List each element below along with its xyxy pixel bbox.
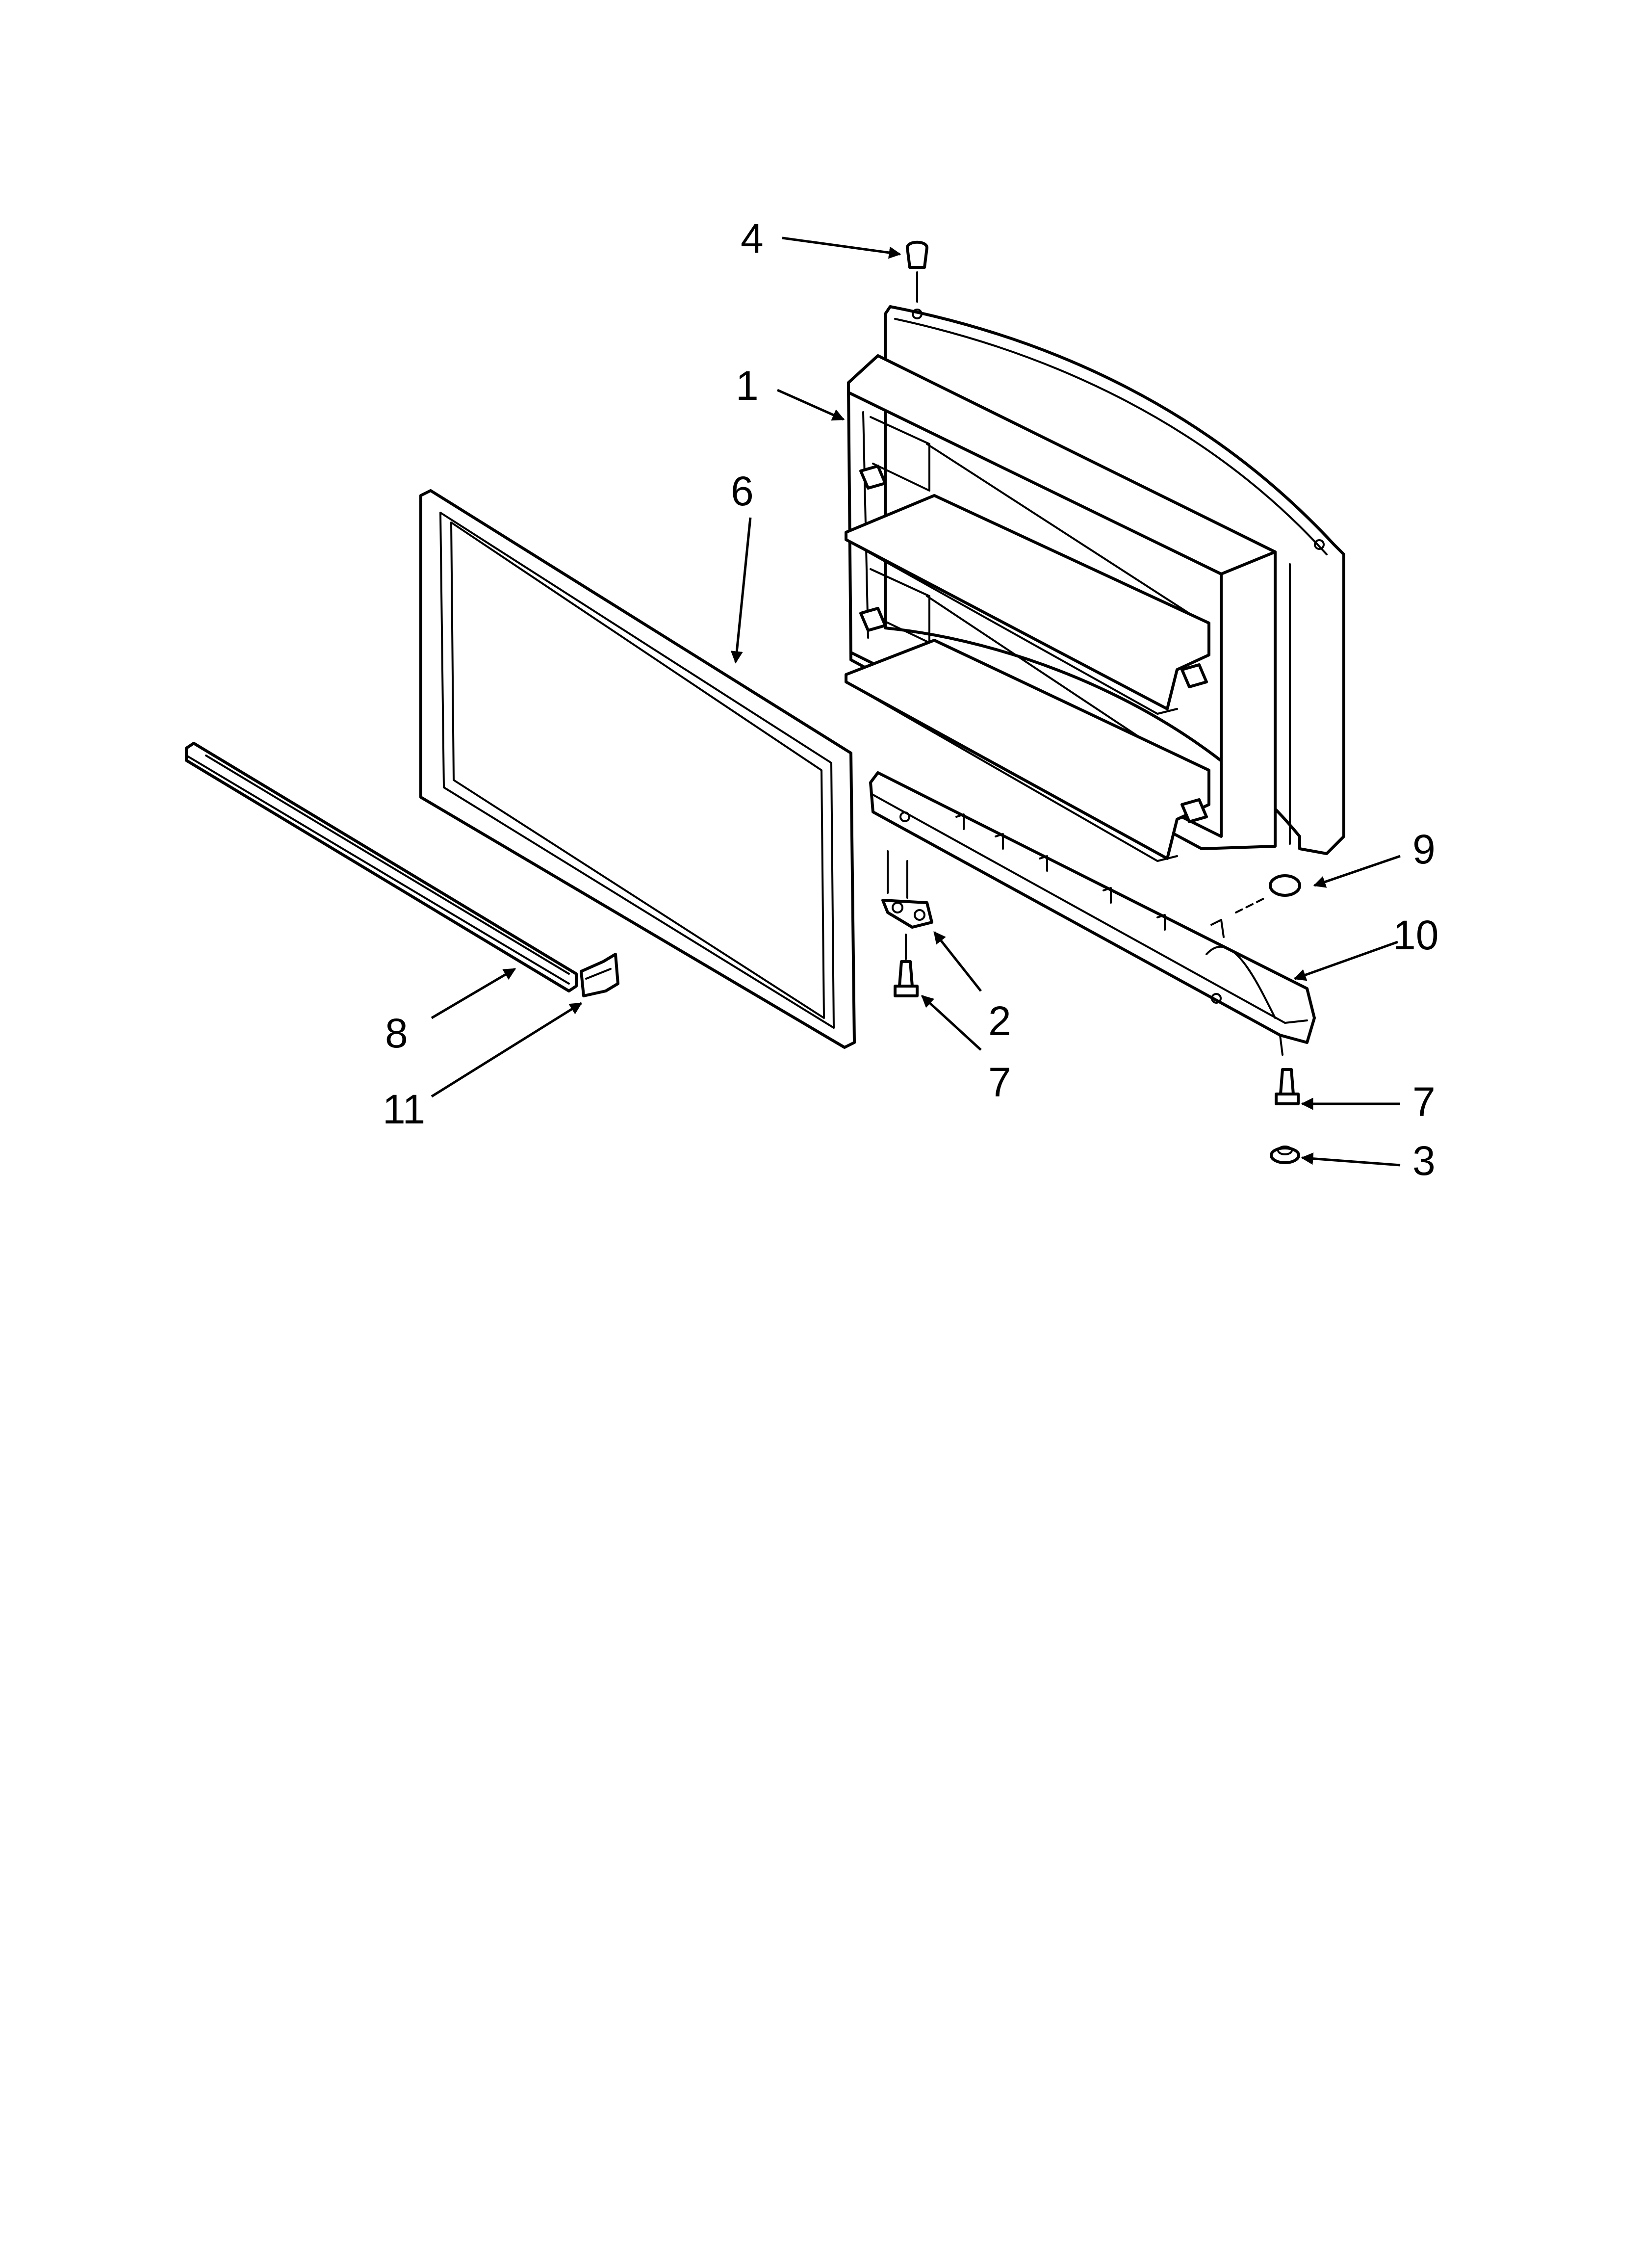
callout-label-11: 11 xyxy=(383,1086,425,1132)
leader-9 xyxy=(1313,855,1401,888)
screw-part-right xyxy=(1275,1068,1300,1105)
door-liner-part xyxy=(845,305,1345,862)
callout-label-10: 10 xyxy=(1393,912,1438,958)
callout-label-3: 3 xyxy=(1412,1138,1436,1184)
callout-label-8: 8 xyxy=(385,1010,408,1056)
leader-4 xyxy=(782,236,901,259)
leader-1 xyxy=(776,389,845,421)
hinge-pin-part xyxy=(906,240,928,303)
callout-label-4: 4 xyxy=(741,215,764,261)
screw-part-left xyxy=(894,934,919,997)
hinge-bracket-part xyxy=(881,850,933,929)
door-gasket-part xyxy=(419,489,856,1049)
plug-button-part xyxy=(1235,874,1301,913)
leader-11 xyxy=(431,1002,583,1098)
leader-7a xyxy=(921,995,982,1051)
callout-label-1: 1 xyxy=(736,363,759,409)
door-trim-part xyxy=(185,742,578,992)
trim-end-cap-part xyxy=(580,953,619,997)
leader-10 xyxy=(1293,940,1398,981)
callout-label-2: 2 xyxy=(988,998,1011,1044)
callout-label-7a: 7 xyxy=(988,1059,1011,1105)
leader-2 xyxy=(933,931,982,992)
door-handle-part xyxy=(869,771,1316,1056)
leader-3 xyxy=(1301,1152,1401,1167)
callout-label-6: 6 xyxy=(731,468,754,514)
washer-part xyxy=(1270,1146,1300,1164)
callout-labels: 4 1 6 9 10 2 7 8 11 7 3 xyxy=(383,215,1438,1184)
leader-lines xyxy=(431,236,1401,1167)
callout-label-9: 9 xyxy=(1412,826,1436,872)
leader-6 xyxy=(730,517,752,664)
leader-8 xyxy=(431,967,516,1019)
callout-label-7b: 7 xyxy=(1412,1079,1436,1125)
